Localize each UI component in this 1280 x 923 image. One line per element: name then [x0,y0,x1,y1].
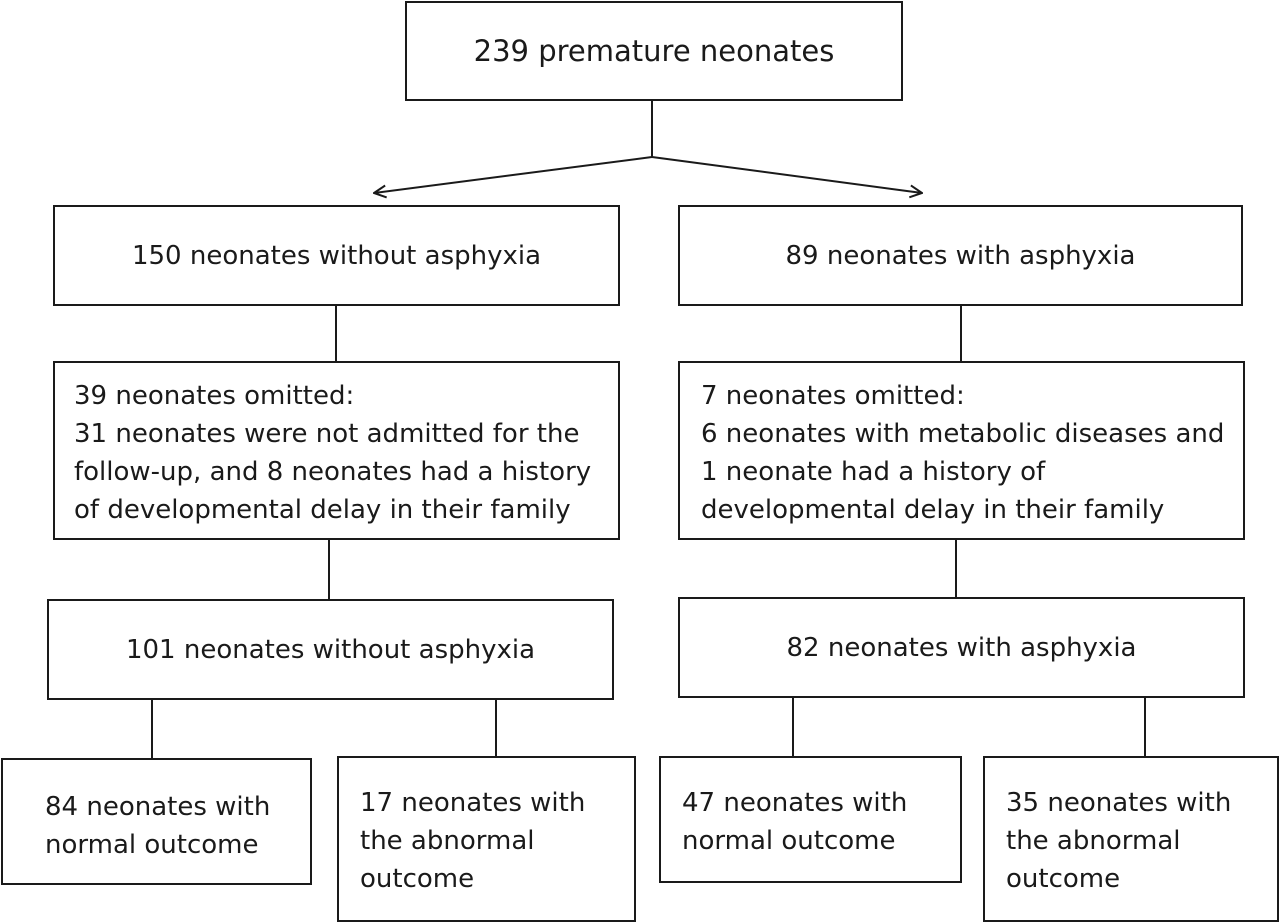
with-asphyxia-final-label: 82 neonates with asphyxia [786,632,1137,663]
with-asphyxia-abnormal-outcome-text: 35 neonates with the abnormal outcome [1006,788,1232,894]
without-asphyxia-final-box: 101 neonates without asphyxia [47,599,614,700]
arrow-to-right-group [651,156,922,193]
without-asphyxia-group-label: 150 neonates without asphyxia [131,240,542,271]
without-asphyxia-omitted-box: 39 neonates omitted: 31 neonates were no… [53,361,620,540]
without-asphyxia-normal-outcome-box: 84 neonates with normal outcome [1,758,312,885]
root-label: 239 premature neonates [473,34,835,68]
with-asphyxia-group-box: 89 neonates with asphyxia [678,205,1243,306]
with-asphyxia-final-box: 82 neonates with asphyxia [678,597,1245,698]
root-box: 239 premature neonates [405,1,903,101]
with-asphyxia-normal-outcome-text: 47 neonates with normal outcome [682,788,908,856]
without-asphyxia-omitted-text: 39 neonates omitted: 31 neonates were no… [74,381,592,525]
without-asphyxia-abnormal-outcome-box: 17 neonates with the abnormal outcome [337,756,636,922]
with-asphyxia-normal-outcome-box: 47 neonates with normal outcome [659,756,962,883]
with-asphyxia-abnormal-outcome-box: 35 neonates with the abnormal outcome [983,756,1279,922]
arrow-to-left-group [374,156,653,193]
with-asphyxia-omitted-text: 7 neonates omitted: 6 neonates with meta… [701,381,1225,525]
without-asphyxia-final-label: 101 neonates without asphyxia [125,634,536,665]
without-asphyxia-normal-outcome-text: 84 neonates with normal outcome [45,792,271,860]
without-asphyxia-group-box: 150 neonates without asphyxia [53,205,620,306]
with-asphyxia-omitted-box: 7 neonates omitted: 6 neonates with meta… [678,361,1245,540]
without-asphyxia-abnormal-outcome-text: 17 neonates with the abnormal outcome [360,788,586,894]
with-asphyxia-group-label: 89 neonates with asphyxia [785,240,1136,271]
